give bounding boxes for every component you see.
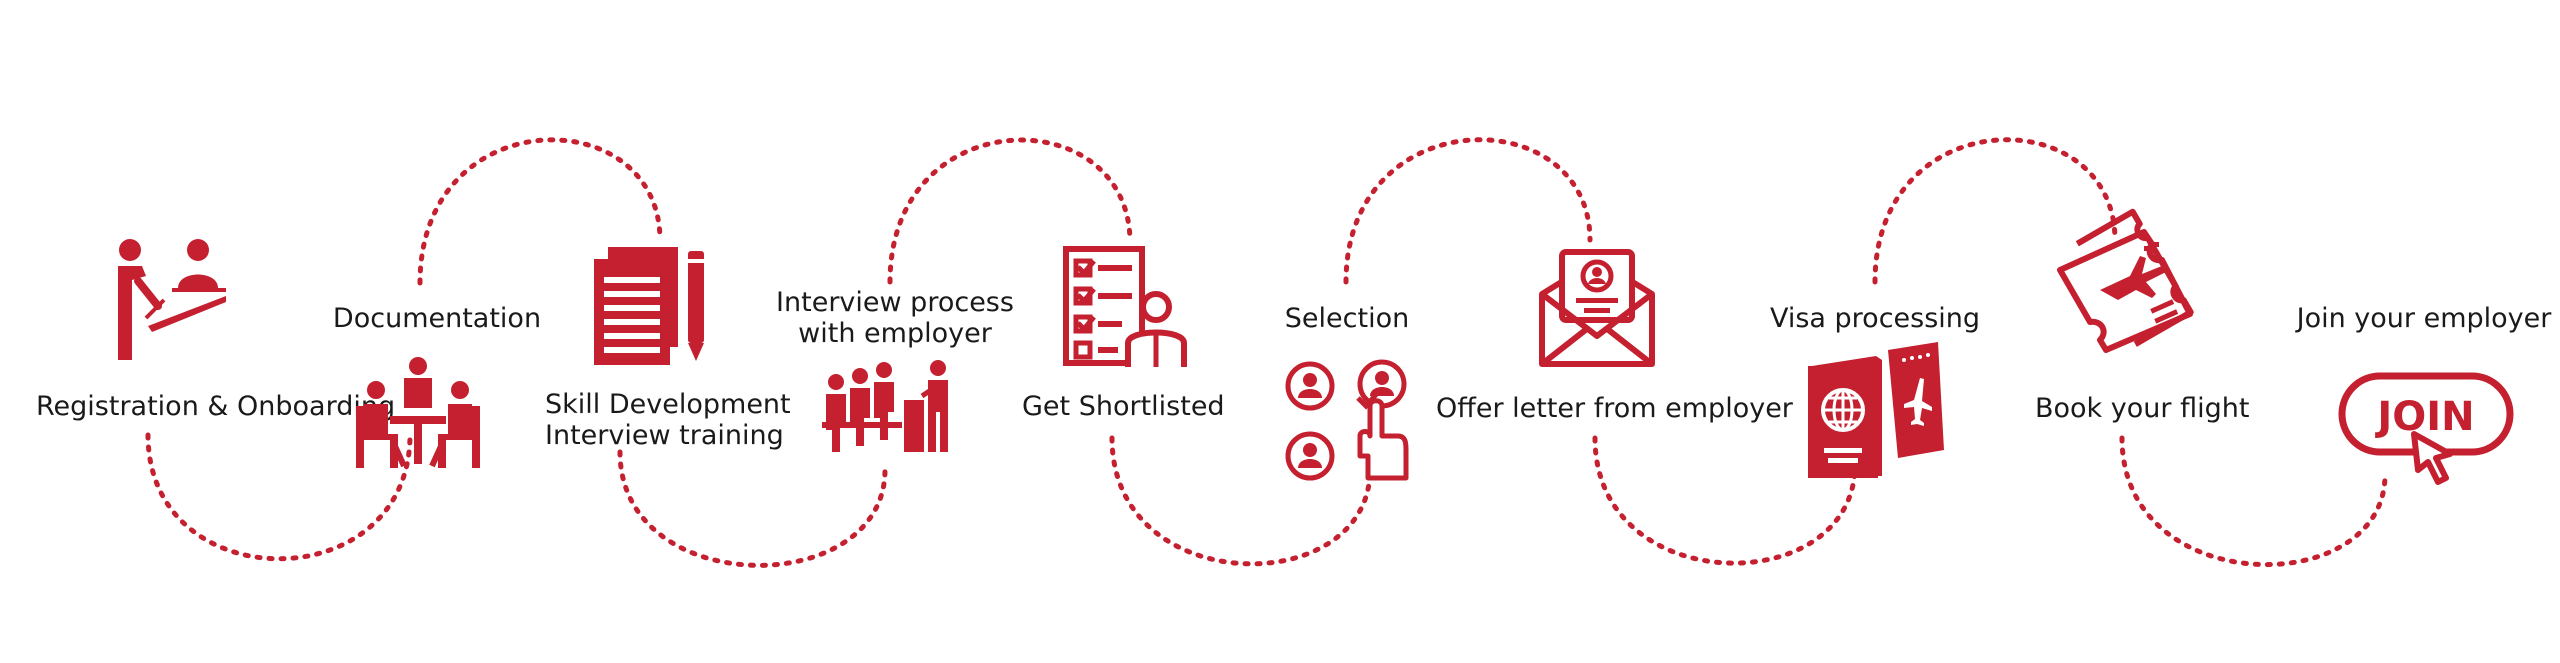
step-label-selection: Selection (1284, 303, 1410, 334)
passport-ticket-icon (1806, 340, 1944, 480)
join-button-text: JOIN (2374, 394, 2474, 440)
checklist-person-icon (1062, 245, 1187, 369)
step-label-offer-letter: Offer letter from employer (1436, 393, 1793, 424)
step-label-visa: Visa processing (1769, 303, 1981, 334)
receptionist-icon (98, 236, 232, 364)
step-label-join: Join your employer (2296, 303, 2552, 334)
step-label-shortlisted: Get Shortlisted (1022, 391, 1225, 422)
step-label-flight: Book your flight (2035, 393, 2250, 424)
interview-panel-icon (822, 360, 958, 456)
document-pencil-icon (594, 247, 710, 365)
step-label-registration: Registration & Onboarding (36, 391, 396, 422)
step-label-skill-development: Skill Development Interview training (545, 389, 791, 451)
meeting-table-icon (354, 356, 482, 474)
step-label-documentation: Documentation (332, 303, 542, 334)
offer-letter-envelope-icon (1536, 246, 1658, 368)
flight-ticket-icon (2057, 208, 2204, 353)
join-button-icon: JOIN (2338, 370, 2514, 488)
step-label-interview: Interview process with employer (776, 287, 1014, 349)
select-candidate-icon (1284, 359, 1412, 482)
